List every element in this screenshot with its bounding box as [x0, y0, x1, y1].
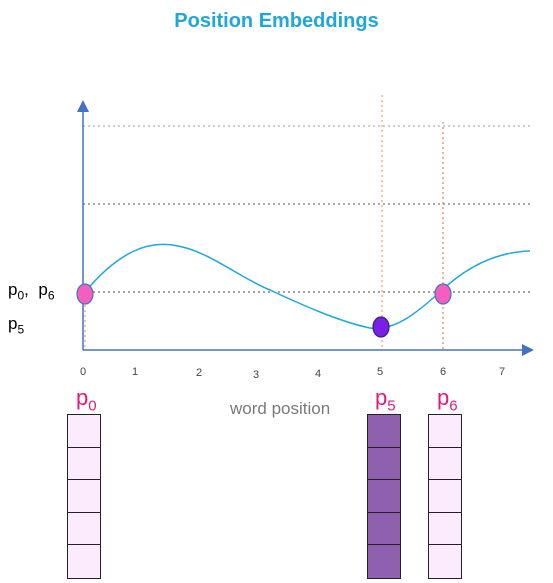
vector-cell	[368, 415, 400, 448]
vector-cell	[368, 480, 400, 513]
x-tick-2: 2	[196, 367, 202, 379]
x-tick-7: 7	[499, 366, 505, 378]
vector-cell	[368, 448, 400, 481]
vector-cell	[429, 480, 461, 513]
vector-cell	[68, 545, 100, 578]
vector-cell	[68, 513, 100, 546]
vector-label-p6: p6	[437, 385, 458, 415]
vector-cell	[68, 415, 100, 448]
vector-cell	[429, 448, 461, 481]
embedding-vector-p6	[428, 414, 462, 579]
x-tick-3: 3	[253, 369, 259, 381]
point-p5	[372, 316, 390, 338]
point-p0	[76, 283, 94, 305]
embedding-vector-p5	[367, 414, 401, 579]
vector-label-p0: p0	[76, 385, 97, 415]
x-axis-label: word position	[230, 399, 331, 418]
x-tick-4: 4	[315, 368, 321, 380]
position-plot: 0 1 2 3 4 5 6 7	[76, 95, 534, 381]
x-tick-5: 5	[377, 366, 383, 378]
vector-cell	[429, 513, 461, 546]
embedding-vector-p0	[67, 414, 101, 579]
position-curve	[84, 243, 531, 330]
point-p6	[434, 283, 452, 305]
vector-cell	[429, 415, 461, 448]
vector-cell	[429, 545, 461, 578]
x-tick-0: 0	[80, 366, 86, 378]
y-label-p5: p5	[8, 314, 25, 337]
vector-cell	[68, 480, 100, 513]
x-tick-6: 6	[440, 366, 446, 378]
vector-label-p5: p5	[375, 385, 396, 415]
diagram-title: Position Embeddings	[174, 10, 379, 32]
vector-cell	[368, 513, 400, 546]
vector-cell	[368, 545, 400, 578]
x-tick-1: 1	[132, 366, 138, 378]
vector-cell	[68, 448, 100, 481]
y-label-p0-p6: p0, p6	[8, 280, 55, 303]
